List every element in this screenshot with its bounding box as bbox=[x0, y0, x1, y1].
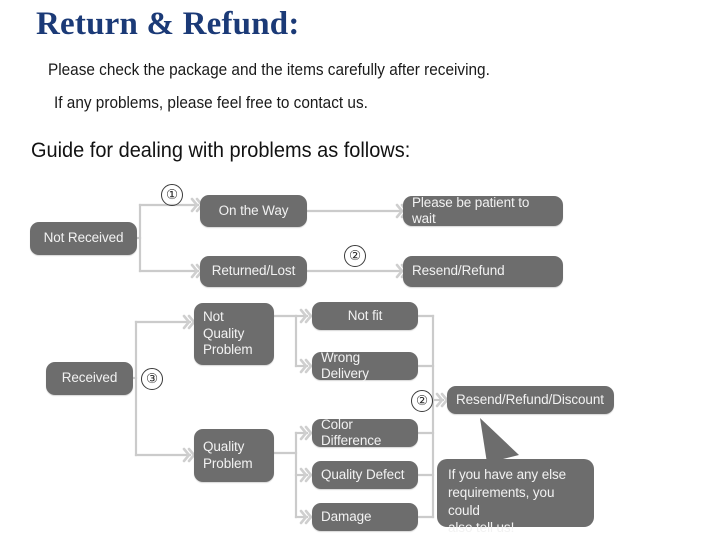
node-please-be-patient-to-wait[interactable]: Please be patient to wait bbox=[403, 195, 563, 226]
node-not-received[interactable]: Not Received bbox=[30, 222, 137, 255]
callout-bubble: If you have any else requirements, you c… bbox=[437, 459, 594, 535]
node-received[interactable]: Received bbox=[46, 362, 133, 395]
node-wrong-delivery[interactable]: Wrong Delivery bbox=[312, 350, 418, 381]
node-not-fit[interactable]: Not fit bbox=[312, 302, 418, 330]
node-color-difference[interactable]: Color Difference bbox=[312, 417, 418, 448]
node-on-the-way[interactable]: On the Way bbox=[200, 195, 307, 227]
callout-tail bbox=[480, 418, 519, 463]
node-resend-refund[interactable]: Resend/Refund bbox=[403, 256, 563, 287]
node-resend-refund-discount[interactable]: Resend/Refund/Discount bbox=[447, 386, 614, 414]
page-title: Return & Refund: bbox=[36, 6, 300, 42]
guide-heading: Guide for dealing with problems as follo… bbox=[31, 139, 411, 162]
instruction-line-2: If any problems, please feel free to con… bbox=[54, 94, 368, 112]
marker-three: ③ bbox=[141, 368, 163, 390]
node-not-quality-problem[interactable]: Not Quality Problem bbox=[194, 303, 274, 365]
marker-two-top: ② bbox=[344, 245, 366, 267]
marker-one: ① bbox=[161, 184, 183, 206]
node-damage[interactable]: Damage bbox=[312, 503, 418, 531]
instruction-line-1: Please check the package and the items c… bbox=[48, 61, 490, 79]
node-quality-defect[interactable]: Quality Defect bbox=[312, 461, 418, 489]
marker-two-bottom: ② bbox=[411, 390, 433, 412]
node-quality-problem[interactable]: Quality Problem bbox=[194, 429, 274, 482]
node-returned-lost[interactable]: Returned/Lost bbox=[200, 256, 307, 287]
